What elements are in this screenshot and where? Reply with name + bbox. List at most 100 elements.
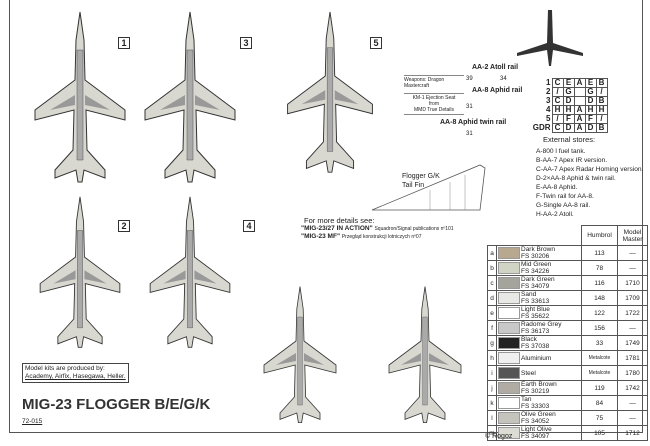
- aircraft-topview-scheme-4: [149, 196, 231, 348]
- header-humbrol: Humbrol: [581, 225, 618, 246]
- model-master-code: —: [617, 320, 648, 336]
- atoll-rail-label: AA-2 Atoll rail: [472, 64, 519, 71]
- scheme-number-4: 4: [243, 220, 255, 232]
- stores-cell: B: [595, 123, 608, 133]
- humbrol-code: 33: [581, 335, 618, 351]
- color-fs: FS 33303: [521, 403, 550, 410]
- external-store-item: F-Twin rail for AA-8.: [536, 193, 594, 200]
- model-master-code: 1749: [617, 335, 648, 351]
- humbrol-code: 116: [581, 275, 618, 291]
- external-stores-legend: External stores: A-800 l fuel tank.B-AA-…: [536, 135, 644, 218]
- humbrol-code: Metalcote: [581, 365, 618, 381]
- stores-row-label: 5: [546, 114, 551, 123]
- model-master-code: 1712: [617, 425, 648, 441]
- stores-cell: A: [573, 123, 586, 133]
- color-name: Radome Grey: [521, 321, 562, 328]
- model-master-code: —: [617, 245, 648, 261]
- color-name: Light Blue: [521, 306, 550, 313]
- color-name: Black: [521, 336, 537, 343]
- color-key: a: [487, 245, 497, 261]
- humbrol-code: 156: [581, 320, 618, 336]
- part-number: 39: [466, 76, 473, 82]
- stores-row-label: 2: [546, 87, 551, 96]
- stores-cell: D: [562, 123, 575, 133]
- humbrol-code: 75: [581, 410, 618, 426]
- scheme-number-5: 5: [370, 37, 382, 49]
- aircraft-front-view: [517, 10, 583, 66]
- scheme-number-2: 2: [118, 220, 130, 232]
- external-store-item: E-AA-8 Aphid.: [536, 184, 578, 191]
- color-name: Aluminium: [521, 354, 552, 362]
- color-swatch: [498, 412, 520, 424]
- humbrol-code: 78: [581, 260, 618, 276]
- color-fs: FS 34097: [521, 433, 550, 440]
- model-master-code: 1780: [617, 365, 648, 381]
- color-name: Sand: [521, 291, 537, 298]
- model-master-code: —: [617, 410, 648, 426]
- scheme-number-3: 3: [240, 37, 252, 49]
- credit: © Rogoz: [485, 433, 513, 440]
- model-master-code: 1709: [617, 290, 648, 306]
- color-swatch: [498, 292, 520, 304]
- humbrol-code: Metalcote: [581, 350, 618, 366]
- color-key: c: [487, 275, 497, 291]
- color-swatch: [498, 322, 520, 334]
- aircraft-topview-scheme-5: [287, 11, 373, 173]
- stores-row-label: 3: [546, 96, 551, 105]
- color-key: l: [487, 410, 497, 426]
- aphid-twin-rail-label: AA-8 Aphid twin rail: [440, 119, 507, 126]
- color-swatch: [498, 262, 520, 274]
- part-number: 31: [466, 131, 473, 137]
- scheme-number-1: 1: [118, 37, 130, 49]
- color-name: Steel: [521, 369, 536, 377]
- stores-cell: [573, 87, 586, 97]
- color-swatch: [498, 352, 520, 364]
- color-fs: FS 34226: [521, 268, 550, 275]
- color-fs: FS 30219: [521, 388, 550, 395]
- color-swatch: [498, 337, 520, 349]
- external-store-item: C-AA-7 Apex Radar Homing version.: [536, 166, 644, 173]
- color-key: e: [487, 305, 497, 321]
- stores-cell: A: [573, 78, 586, 88]
- color-name: Mid Green: [521, 261, 552, 268]
- color-swatch: [498, 397, 520, 409]
- stores-row-label: 1: [546, 78, 551, 87]
- stores-row-label: 4: [546, 105, 551, 114]
- part-number: 34: [500, 76, 507, 82]
- aphid-rail-label: AA-8 Aphid rail: [472, 87, 523, 94]
- product-code: 72-015: [22, 418, 43, 425]
- color-key: d: [487, 290, 497, 306]
- model-master-code: 1742: [617, 380, 648, 396]
- color-swatch: [498, 382, 520, 394]
- color-key: b: [487, 260, 497, 276]
- model-master-code: —: [617, 260, 648, 276]
- color-fs: FS 33613: [521, 298, 550, 305]
- model-master-code: 1781: [617, 350, 648, 366]
- weapons-source-note: Weapons: Dragon Mastercraft: [404, 75, 464, 89]
- color-key: i: [487, 365, 497, 381]
- color-fs: FS 34079: [521, 283, 550, 290]
- header-model-master: Model Master: [617, 225, 648, 246]
- color-fs: FS 36173: [521, 328, 550, 335]
- humbrol-code: 105: [581, 425, 618, 441]
- color-name: Dark Brown: [521, 246, 555, 253]
- model-master-code: 1710: [617, 275, 648, 291]
- color-swatch: [498, 277, 520, 289]
- model-master-code: —: [617, 395, 648, 411]
- part-number: 31: [466, 104, 473, 110]
- color-name: Dark Green: [521, 276, 555, 283]
- external-store-item: G-Single AA-8 rail.: [536, 202, 591, 209]
- external-store-item: A-800 l fuel tank.: [536, 148, 586, 155]
- color-row: h Aluminium Metalcote 1781: [487, 350, 648, 366]
